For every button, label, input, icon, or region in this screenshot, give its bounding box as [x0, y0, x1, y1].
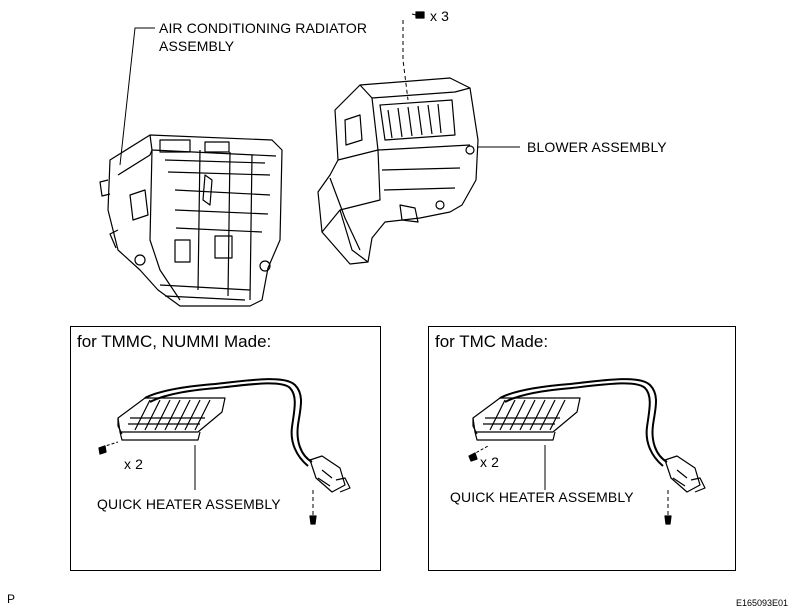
blower-label: BLOWER ASSEMBLY — [527, 139, 667, 155]
screw-count-panel-2: x 2 — [480, 454, 499, 470]
figure-code: E165093E01 — [736, 598, 789, 608]
panel-tmmc-nummi: for TMMC, NUMMI Made: — [70, 326, 381, 571]
radiator-label-line1: AIR CONDITIONING RADIATOR — [159, 20, 368, 36]
screw-count-top: x 3 — [430, 8, 449, 24]
quick-heater-drawing-2 — [472, 378, 706, 493]
panel-title: for TMMC, NUMMI Made: — [77, 332, 272, 351]
footer-mark: P — [7, 592, 16, 606]
screw-count-panel-1: x 2 — [124, 456, 143, 472]
heater-label-panel-1: QUICK HEATER ASSEMBLY — [97, 496, 281, 512]
radiator-assembly-drawing — [99, 134, 283, 307]
quick-heater-drawing-1 — [117, 378, 351, 493]
blower-assembly-drawing — [317, 77, 479, 265]
heater-label-panel-2: QUICK HEATER ASSEMBLY — [450, 489, 634, 505]
panel-title: for TMC Made: — [435, 332, 549, 351]
radiator-label-line2: ASSEMBLY — [159, 38, 235, 54]
panel-tmc: for TMC Made: — [428, 326, 736, 571]
